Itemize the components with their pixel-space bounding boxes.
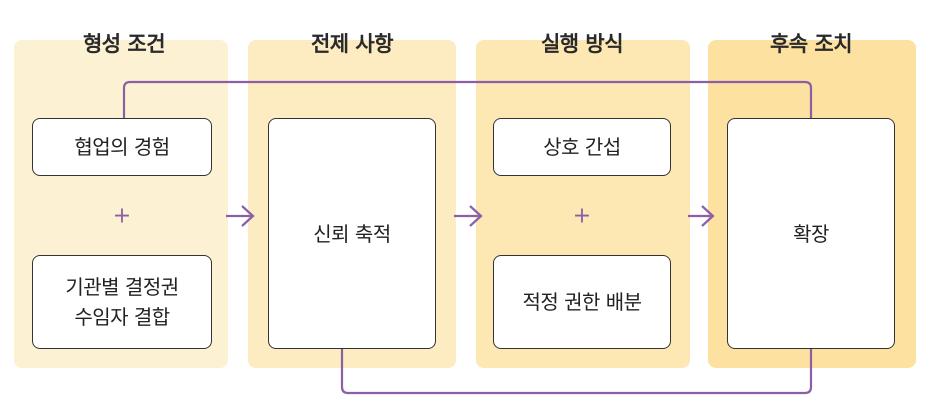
box-decision-rights: 기관별 결정권 수임자 결합 xyxy=(32,255,212,349)
arrow-execution-to-followup xyxy=(688,205,715,227)
box-experience: 협업의 경험 xyxy=(32,118,212,176)
stage-title-execution: 실행 방식 xyxy=(540,32,624,56)
stage-title-followup: 후속 조치 xyxy=(769,32,853,56)
arrow-formation-to-premise xyxy=(226,205,255,227)
box-expansion: 확장 xyxy=(727,118,895,349)
plus-formation: + xyxy=(112,203,132,229)
box-authority-allocation: 적정 권한 배분 xyxy=(493,255,671,349)
arrow-premise-to-execution xyxy=(454,205,483,227)
bottom-loop-connector xyxy=(340,347,813,395)
top-loop-connector xyxy=(122,80,813,119)
plus-execution: + xyxy=(572,203,592,229)
stage-title-premise: 전제 사항 xyxy=(310,32,394,56)
stage-title-formation: 형성 조건 xyxy=(82,32,166,56)
box-trust: 신뢰 축적 xyxy=(268,118,436,349)
box-mutual-interference: 상호 간섭 xyxy=(493,118,671,176)
